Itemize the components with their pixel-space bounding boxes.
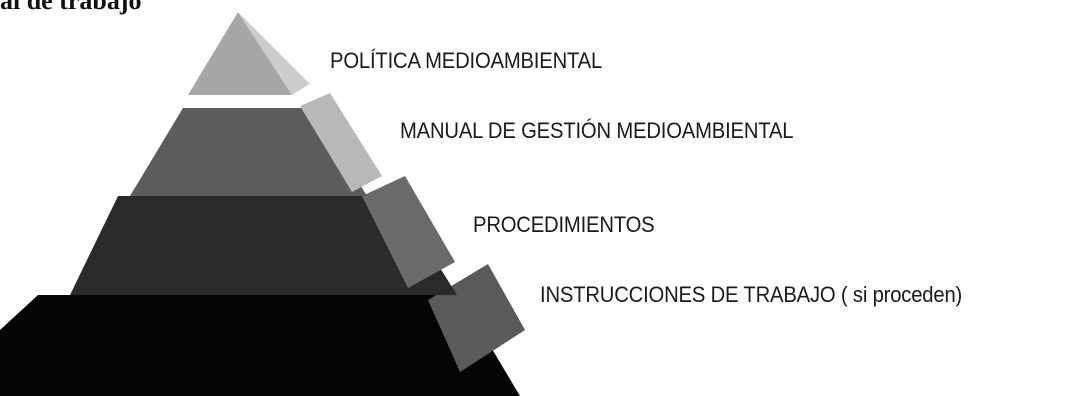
level-3-front-face xyxy=(70,196,457,295)
level-4-front-face xyxy=(0,295,520,396)
level-3-side-face xyxy=(362,176,455,288)
header-text: al de trabajo xyxy=(0,0,142,15)
level-1-label: POLÍTICA MEDIOAMBIENTAL xyxy=(330,48,603,73)
level-2-label: MANUAL DE GESTIÓN MEDIOAMBIENTAL xyxy=(400,118,794,143)
level-4-label: INSTRUCCIONES DE TRABAJO ( si proceden) xyxy=(540,282,963,307)
level-3-label: PROCEDIMIENTOS xyxy=(473,212,655,237)
cropped-header-text: al de trabajo xyxy=(0,0,210,22)
level-1-front-face xyxy=(188,12,292,95)
pyramid-level-3 xyxy=(70,176,457,295)
pyramid-level-1 xyxy=(188,12,310,95)
level-2-side-face xyxy=(300,93,382,192)
pyramid-level-2 xyxy=(130,93,382,196)
level-1-side-face xyxy=(238,12,310,95)
level-2-front-face xyxy=(130,108,367,196)
